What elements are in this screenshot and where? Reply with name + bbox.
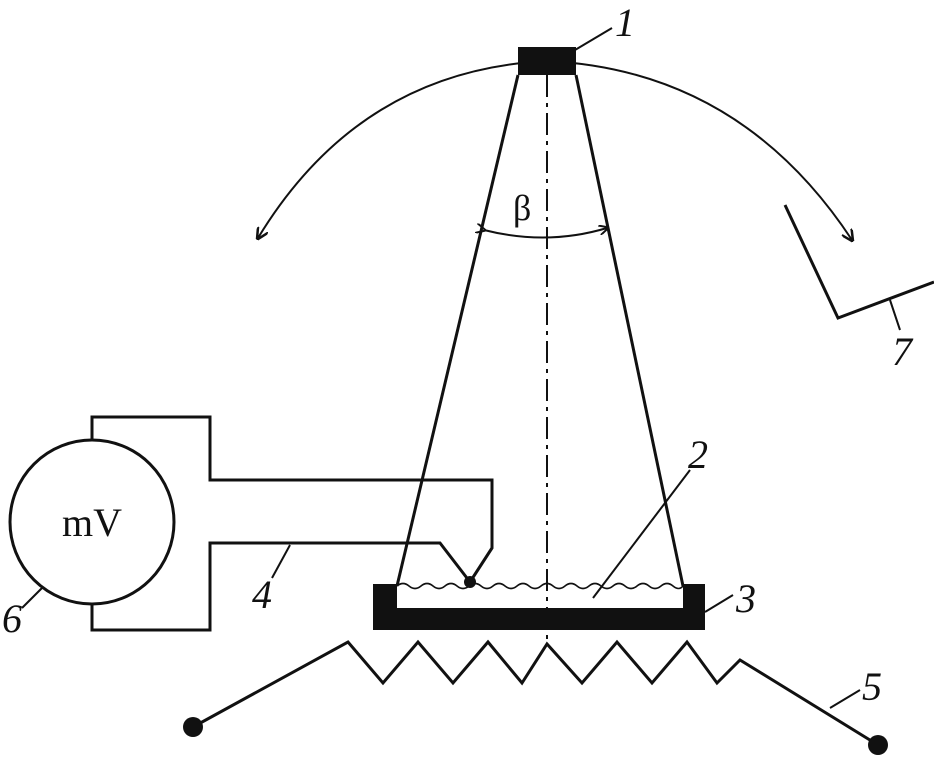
- meter-text: mV: [62, 500, 122, 545]
- angle-arc: [484, 228, 607, 239]
- leader-1: [574, 27, 613, 51]
- crucible: [373, 584, 705, 630]
- label-7: 7: [892, 329, 914, 374]
- label-3: 3: [735, 576, 756, 621]
- leader-4: [271, 544, 291, 579]
- leader-2: [592, 469, 691, 599]
- leader-6: [21, 587, 43, 609]
- label-2: 2: [688, 432, 708, 477]
- thermocouple-wire-lower: [90, 541, 472, 632]
- heater-coil: [192, 639, 879, 747]
- rotation-arc-right: [546, 60, 852, 240]
- leader-3: [704, 594, 734, 613]
- label-5: 5: [862, 664, 882, 709]
- label-4: 4: [252, 572, 272, 617]
- thermocouple-junction: [464, 576, 476, 588]
- beam-edge-right: [574, 74, 685, 587]
- screen: [783, 204, 934, 320]
- heater-terminal-left: [183, 717, 203, 737]
- rotation-arc-left: [258, 60, 548, 238]
- label-6: 6: [2, 596, 22, 641]
- heater-terminal-right: [868, 735, 888, 755]
- angle-beta: β: [513, 188, 531, 228]
- source-block: [518, 47, 576, 75]
- leader-5: [829, 689, 861, 709]
- label-1: 1: [615, 0, 635, 45]
- thermocouple-wire-upper: [90, 415, 494, 583]
- leader-7: [889, 299, 901, 331]
- beam-edge-left: [395, 74, 520, 587]
- sample-wavy-surface: [396, 582, 684, 590]
